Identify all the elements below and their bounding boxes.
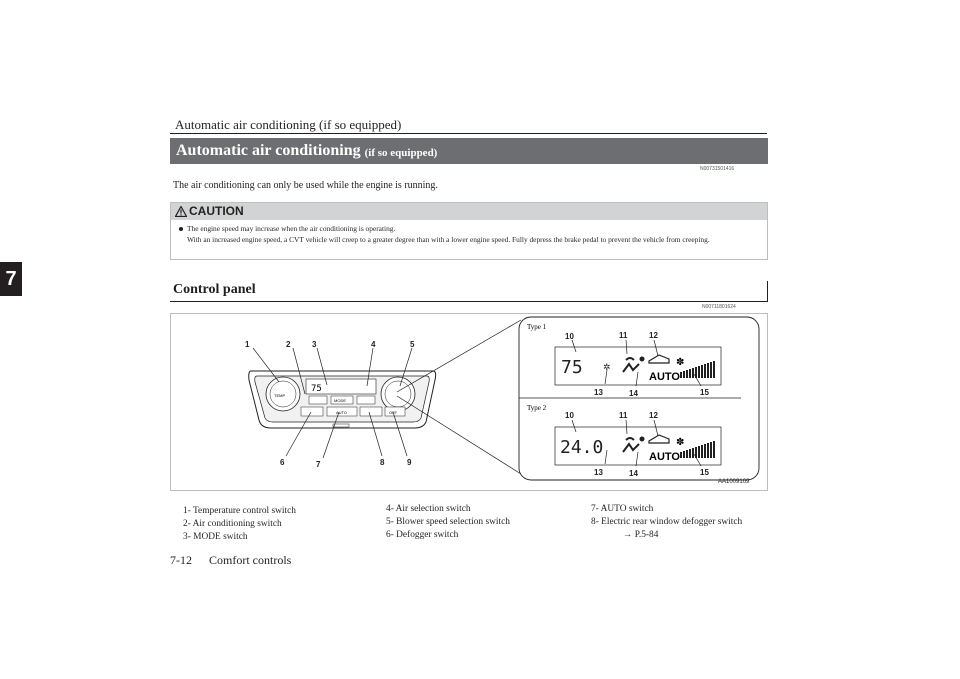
airflow-icon <box>622 357 640 373</box>
type2-callout-14: 14 <box>629 469 638 478</box>
control-panel-illustration: TEMP 75 MODE AUTO OFF <box>245 316 760 481</box>
control-panel-heading: Control panel <box>173 282 256 297</box>
panel-mode-label: MODE <box>334 398 346 403</box>
recirculation-icon-2 <box>648 434 670 444</box>
type1-blower-bars <box>680 361 715 378</box>
running-header: Automatic air conditioning (if so equipp… <box>175 117 402 132</box>
bullet-icon <box>179 227 183 232</box>
control-panel-code: N00711801624 <box>702 304 736 310</box>
section-title-bar: Automatic air conditioning (if so equipp… <box>170 138 768 164</box>
legend-item: 8- Electric rear window defogger switch <box>591 517 743 527</box>
type2-callout-10: 10 <box>565 411 574 420</box>
type2-callout-15: 15 <box>700 468 709 477</box>
callout-6: 6 <box>280 458 285 467</box>
footer-chapter: Comfort controls <box>209 553 292 567</box>
caution-item: The engine speed may increase when the a… <box>179 223 763 234</box>
callout-7: 7 <box>316 460 321 469</box>
callout-5: 5 <box>410 340 415 349</box>
panel-auto-label: AUTO <box>336 410 347 415</box>
warning-triangle-icon <box>175 205 187 217</box>
figure-code: AA1009109 <box>718 479 750 485</box>
legend-column-3: 7- AUTO switch 8- Electric rear window d… <box>591 503 767 542</box>
type2-callout-11: 11 <box>619 411 628 420</box>
callout-8: 8 <box>380 458 385 467</box>
callout-9: 9 <box>407 458 412 467</box>
control-panel-figure: TEMP 75 MODE AUTO OFF <box>170 313 768 491</box>
knob-temp-label: TEMP <box>274 393 285 398</box>
caution-heading: CAUTION <box>175 204 244 218</box>
callout-3: 3 <box>312 340 317 349</box>
heading-rule-vertical <box>767 281 768 302</box>
legend-item: 4- Air selection switch <box>386 504 471 514</box>
type1-label: Type 1 <box>527 323 547 331</box>
callout-2: 2 <box>286 340 291 349</box>
legend-item: 5- Blower speed selection switch <box>386 517 510 527</box>
section-title: Automatic air conditioning <box>176 142 361 159</box>
type1-auto: AUTO <box>649 371 680 383</box>
recirculation-icon <box>648 354 670 364</box>
caution-text: The engine speed may increase when the a… <box>179 223 763 245</box>
caution-line-2: With an increased engine speed, a CVT ve… <box>187 235 710 244</box>
legend-item: 2- Air conditioning switch <box>183 519 282 529</box>
callout-4: 4 <box>371 340 376 349</box>
page-footer: 7-12 Comfort controls <box>170 553 291 568</box>
intro-paragraph: The air conditioning can only be used wh… <box>173 180 438 191</box>
blower-knob <box>380 376 416 412</box>
caution-box: CAUTION The engine speed may increase wh… <box>170 202 768 260</box>
caution-header <box>171 203 767 220</box>
type1-temp: 75 <box>561 357 583 378</box>
type2-auto: AUTO <box>649 451 680 463</box>
type1-callout-11: 11 <box>619 331 628 340</box>
type2-label: Type 2 <box>527 404 547 412</box>
type1-callout-13: 13 <box>594 388 603 397</box>
section-subtitle: (if so equipped) <box>364 146 438 159</box>
caution-line-1: The engine speed may increase when the a… <box>187 224 396 233</box>
type1-callout-12: 12 <box>649 331 658 340</box>
panel-display-temp: 75 <box>311 384 322 394</box>
type1-callout-14: 14 <box>629 389 638 398</box>
type2-callout-12: 12 <box>649 411 658 420</box>
legend-item: 3- MODE switch <box>183 532 248 542</box>
chapter-tab: 7 <box>0 262 22 296</box>
legend-item: 1- Temperature control switch <box>183 506 296 516</box>
fan-icon-2: ✽ <box>676 437 684 448</box>
legend-column-1: 1- Temperature control switch 2- Air con… <box>183 505 296 544</box>
type2-callout-13: 13 <box>594 468 603 477</box>
temperature-knob <box>265 376 301 412</box>
airflow-icon-2 <box>622 437 640 453</box>
legend-item: 6- Defogger switch <box>386 530 459 540</box>
callout-1: 1 <box>245 340 250 349</box>
page-reference-link[interactable]: → P.5-84 <box>623 530 659 540</box>
header-rule <box>170 133 767 134</box>
ac-icon: ✲ <box>603 362 611 372</box>
legend-column-2: 4- Air selection switch 5- Blower speed … <box>386 503 510 542</box>
legend-item: 7- AUTO switch <box>591 504 654 514</box>
fan-icon: ✽ <box>676 357 684 368</box>
type1-callout-15: 15 <box>700 388 709 397</box>
caution-label: CAUTION <box>189 204 244 218</box>
type2-blower-bars <box>680 441 715 458</box>
section-code: N00731501416 <box>700 166 735 172</box>
type2-temp: 24.0 <box>560 437 603 458</box>
heading-rule <box>170 301 767 302</box>
type1-callout-10: 10 <box>565 332 574 341</box>
page-number: 7-12 <box>170 553 192 567</box>
